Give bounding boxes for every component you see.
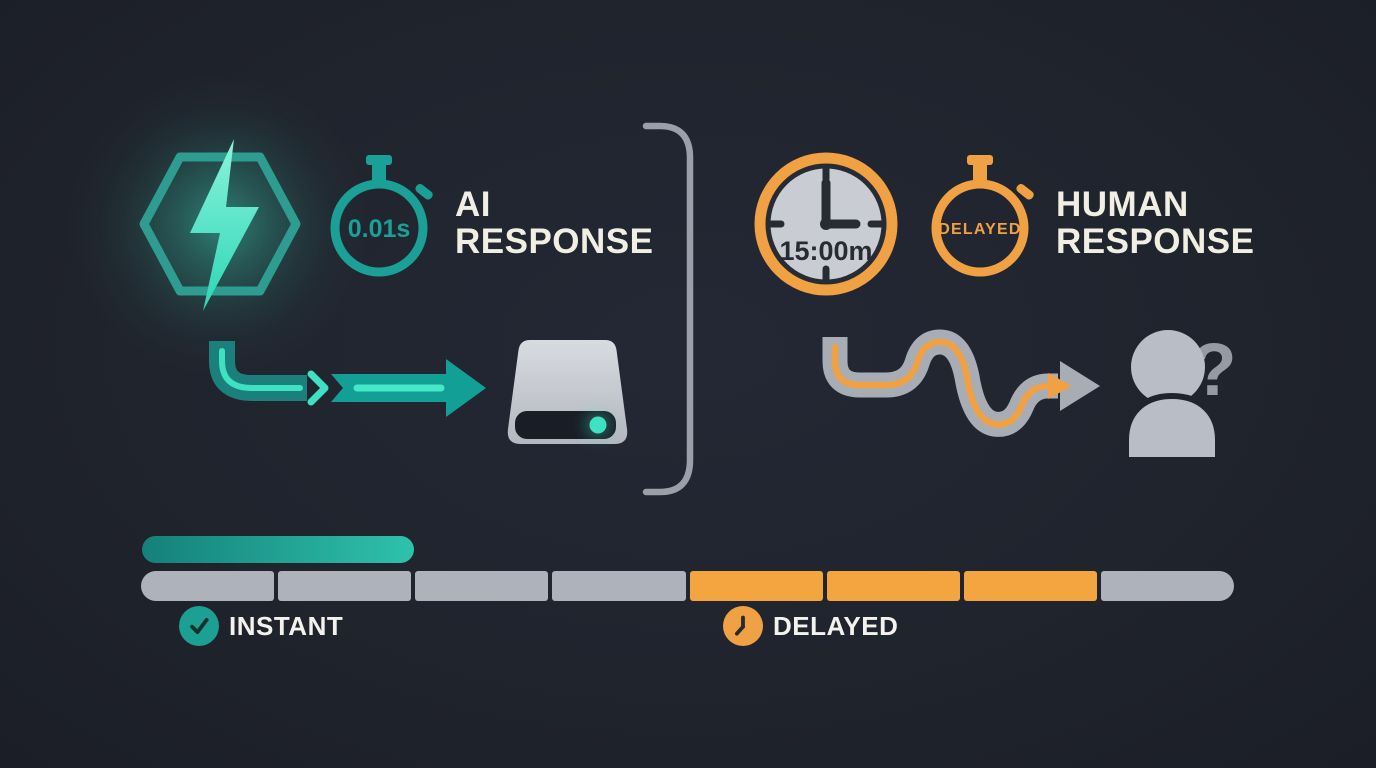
timeline-bar xyxy=(141,571,1234,601)
direct-arrow-icon xyxy=(209,341,486,417)
person-body xyxy=(1123,392,1221,460)
timeline-segment-neutral xyxy=(415,571,549,601)
delayed-label: DELAYED xyxy=(773,610,899,641)
timeline-segment-neutral xyxy=(141,571,275,601)
timeline-segment-neutral xyxy=(1100,571,1234,601)
timeline-segment-delayed xyxy=(963,571,1097,601)
ai-response-title: AI RESPONSE xyxy=(455,185,654,261)
instant-label: INSTANT xyxy=(229,610,344,641)
person-head xyxy=(1131,330,1205,404)
human-stopwatch-value: DELAYED xyxy=(938,221,1021,238)
timeline-segment-neutral xyxy=(552,571,686,601)
small-clock-icon xyxy=(734,615,745,636)
human-response-title: HUMAN RESPONSE xyxy=(1056,185,1255,261)
lightning-bolt-icon xyxy=(190,139,259,311)
check-circle-icon xyxy=(179,606,219,646)
server-slot xyxy=(515,411,616,439)
legend-instant: INSTANT xyxy=(179,606,343,646)
ai-stopwatch-icon: 0.01s xyxy=(330,155,433,277)
lightning-hexagon-icon xyxy=(139,139,301,311)
timeline-segment-neutral xyxy=(278,571,412,601)
timeline-segment-delayed xyxy=(689,571,823,601)
clock-circle-icon xyxy=(723,606,763,646)
human-stopwatch-icon: DELAYED xyxy=(931,155,1034,277)
server-led-light xyxy=(589,416,607,434)
instant-progress-pill xyxy=(142,536,414,563)
clock-value: 15:00m xyxy=(779,236,872,266)
ai-stopwatch-value: 0.01s xyxy=(348,215,411,243)
checkmark-icon xyxy=(190,617,209,635)
legend-delayed: DELAYED xyxy=(723,606,898,646)
clock-icon: 15:00m xyxy=(754,152,898,296)
bracket-divider-icon xyxy=(642,122,694,496)
wavy-arrow-icon xyxy=(822,329,1100,437)
person-icon: ? xyxy=(1123,328,1237,460)
server-drive-icon xyxy=(507,340,628,444)
timeline-segment-delayed xyxy=(826,571,960,601)
